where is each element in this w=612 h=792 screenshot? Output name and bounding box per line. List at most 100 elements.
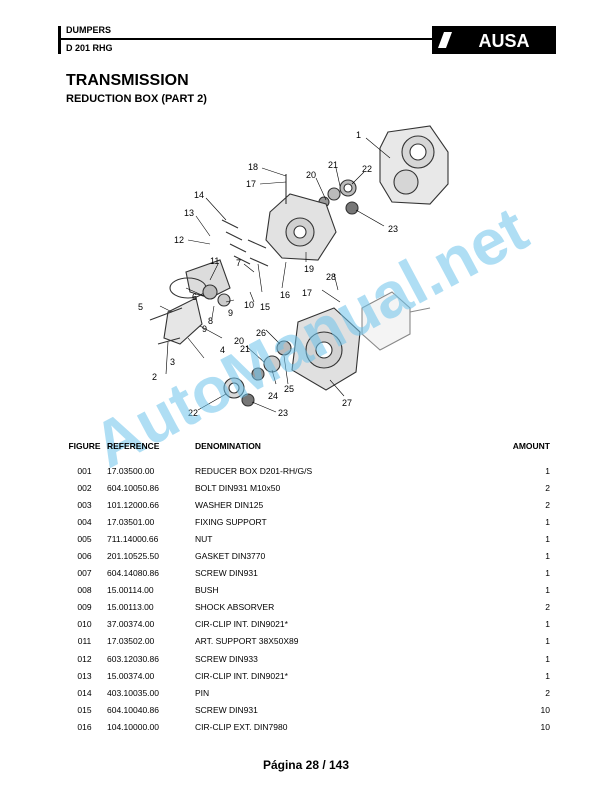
cell-figure: 005: [77, 533, 92, 544]
diagram-label-28: 28: [326, 272, 336, 282]
cell-amount: 1: [545, 533, 550, 544]
cell-denomination: ART. SUPPORT 38X50X89: [195, 636, 299, 647]
cell-figure: 015: [77, 704, 92, 715]
cell-figure: 010: [77, 619, 92, 630]
cell-figure: 003: [77, 499, 92, 510]
table-row: 007 604.14080.86 SCREW DIN931 1: [62, 565, 550, 582]
cell-figure: 016: [77, 721, 92, 732]
diagram-label-4: 4: [220, 345, 225, 355]
cell-amount: 1: [545, 465, 550, 476]
cell-denomination: CIR-CLIP INT. DIN9021*: [195, 619, 288, 630]
parts-table: FIGURE REFERENCE DENOMINATION AMOUNT 001…: [62, 440, 550, 736]
cell-reference: 15.00113.00: [107, 602, 154, 613]
cell-amount: 10: [540, 721, 550, 732]
logo-text: AUSA: [478, 31, 529, 51]
col-amount: AMOUNT: [512, 441, 550, 451]
logo-mark-icon: [438, 32, 452, 48]
cell-reference: 17.03501.00: [107, 516, 155, 527]
cell-amount: 1: [545, 636, 550, 647]
diagram-label-9: 9: [228, 308, 233, 318]
cell-denomination: WASHER DIN125: [195, 499, 264, 510]
cell-denomination: GASKET DIN3770: [195, 551, 266, 562]
cell-denomination: CIR-CLIP EXT. DIN7980: [195, 721, 288, 732]
cell-figure: 007: [77, 568, 92, 579]
cell-figure: 009: [77, 602, 92, 613]
diagram-label-19: 19: [304, 264, 314, 274]
diagram-label-26: 26: [256, 328, 266, 338]
cell-amount: 1: [545, 551, 550, 562]
cell-figure: 004: [77, 516, 92, 527]
table-row: 008 15.00114.00 BUSH 1: [62, 582, 550, 599]
cell-amount: 10: [540, 704, 550, 715]
cell-reference: 604.14080.86: [107, 568, 159, 579]
cell-reference: 15.00114.00: [107, 585, 154, 596]
cell-figure: 002: [77, 482, 92, 493]
cell-amount: 1: [545, 585, 550, 596]
cell-reference: 17.03500.00: [107, 465, 155, 476]
diagram-label-20: 20: [306, 170, 316, 180]
diagram-label-23b: 23: [278, 408, 288, 418]
diagram-label-11: 11: [210, 256, 219, 266]
diagram-label-8: 8: [208, 316, 213, 326]
cell-amount: 1: [545, 568, 550, 579]
header-section: DUMPERS: [66, 25, 112, 35]
cell-amount: 1: [545, 670, 550, 681]
cell-figure: 013: [77, 670, 92, 681]
diagram-label-22b: 22: [188, 408, 198, 418]
diagram-label-23: 23: [388, 224, 398, 234]
diagram-label-1: 1: [356, 130, 361, 140]
diagram-label-10: 10: [244, 300, 254, 310]
diagram-label-17b: 17: [302, 288, 312, 298]
diagram-label-25: 25: [284, 384, 294, 394]
cell-reference: 15.00374.00: [107, 670, 155, 681]
header-rule: [58, 38, 432, 40]
table-row: 005 711.14000.66 NUT 1: [62, 530, 550, 547]
diagram-label-24: 24: [268, 391, 278, 401]
col-figure: FIGURE: [68, 441, 101, 451]
diagram-label-12: 12: [174, 235, 184, 245]
exploded-parts-diagram: 1 18 17 20 21 22 14 13 23 12 19 11 7 6 1…: [138, 125, 449, 418]
cell-reference: 603.12030.86: [107, 653, 159, 664]
cell-reference: 711.14000.66: [107, 533, 159, 544]
page-subtitle: REDUCTION BOX (PART 2): [66, 93, 207, 105]
cell-reference: 37.00374.00: [107, 619, 155, 630]
cell-amount: 2: [545, 499, 550, 510]
cell-denomination: SCREW DIN933: [195, 653, 258, 664]
cell-denomination: SCREW DIN931: [195, 704, 258, 715]
diagram-label-18: 18: [248, 162, 258, 172]
diagram-label-15: 15: [260, 302, 270, 312]
cell-denomination: CIR-CLIP INT. DIN9021*: [195, 670, 288, 681]
cell-figure: 001: [77, 465, 92, 476]
cell-figure: 006: [77, 551, 92, 562]
cell-amount: 1: [545, 516, 550, 527]
cell-denomination: SCREW DIN931: [195, 568, 258, 579]
cell-figure: 014: [77, 687, 92, 698]
cell-denomination: BUSH: [195, 585, 219, 596]
diagram-label-7: 7: [236, 258, 241, 268]
page-title: TRANSMISSION: [66, 72, 189, 89]
cell-reference: 403.10035.00: [107, 687, 159, 698]
col-denomination: DENOMINATION: [195, 441, 261, 451]
cell-amount: 1: [545, 619, 550, 630]
diagram-label-21: 21: [328, 160, 338, 170]
header-bar: [58, 26, 61, 54]
cell-amount: 2: [545, 602, 550, 613]
cell-denomination: NUT: [195, 533, 213, 544]
diagram-label-3: 3: [170, 357, 175, 367]
col-reference: REFERENCE: [107, 441, 160, 451]
cell-figure: 008: [77, 585, 92, 596]
page-number: Página 28 / 143: [262, 758, 350, 772]
cell-denomination: BOLT DIN931 M10x50: [195, 482, 281, 493]
diagram-label-21b: 21: [240, 344, 250, 354]
cell-figure: 011: [77, 636, 92, 647]
cell-amount: 1: [545, 653, 550, 664]
diagram-label-16: 16: [280, 290, 290, 300]
diagram-label-22: 22: [362, 164, 372, 174]
